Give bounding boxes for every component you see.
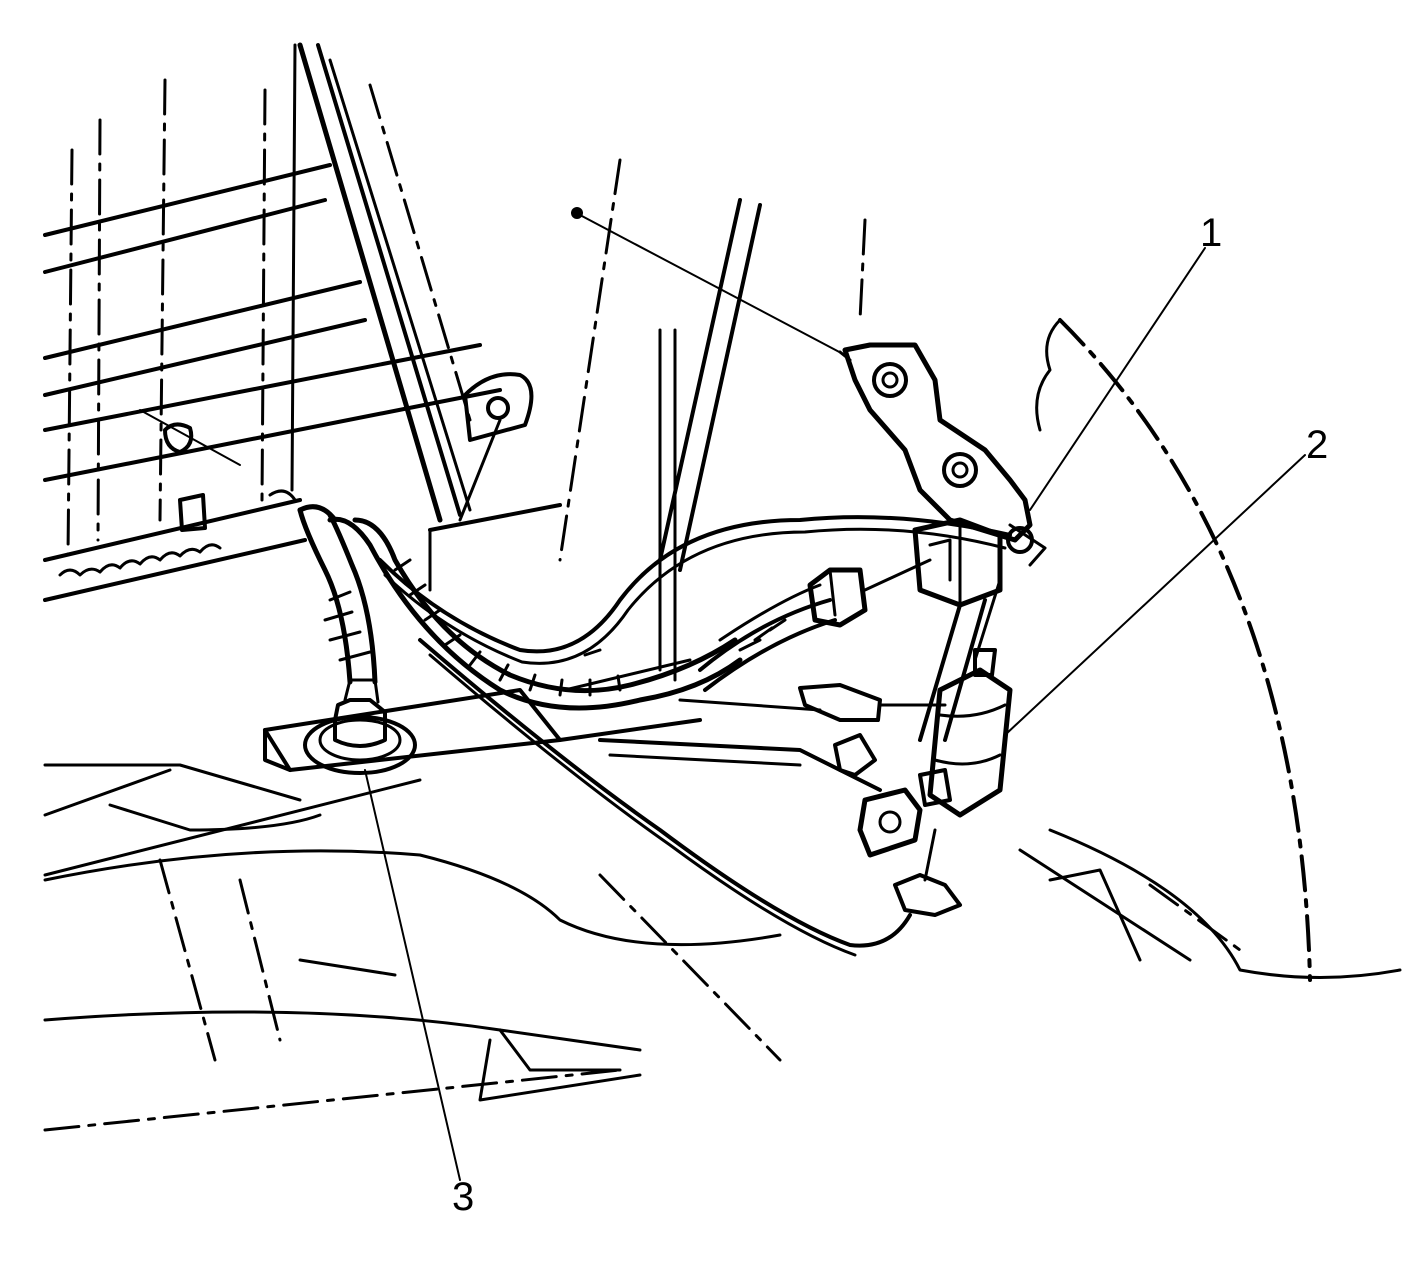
callout-1: 1: [1200, 211, 1222, 255]
callout-1-leader: [1029, 247, 1206, 511]
callout-leaders: [364, 247, 1306, 1181]
callout-3-leader: [364, 769, 461, 1181]
callout-2: 2: [1306, 423, 1328, 467]
callout-3: 3: [452, 1175, 474, 1219]
floor-grommet: [303, 678, 417, 775]
floor-panels: [43, 688, 782, 1132]
mounting-bracket: [571, 207, 1033, 543]
body-pillar: [297, 42, 867, 692]
harness-bundles: [297, 504, 1012, 957]
switch-assembly: [833, 517, 1047, 917]
callout-2-leader: [1004, 454, 1306, 736]
harness-connector: [798, 558, 947, 722]
frame-rails: [43, 43, 502, 602]
wheel-well: [1018, 318, 1402, 982]
